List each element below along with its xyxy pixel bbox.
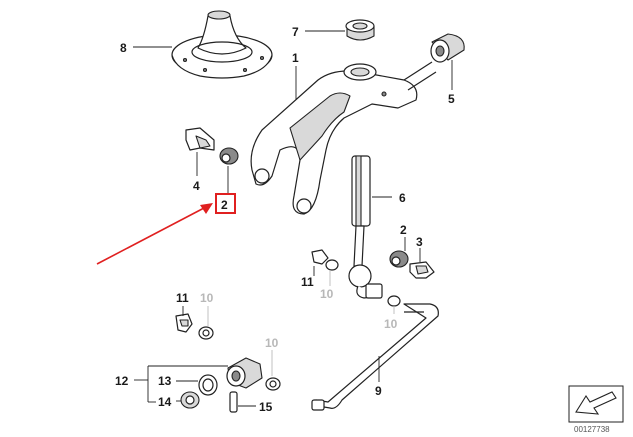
bushing: [430, 33, 465, 63]
callout-1: 1: [292, 51, 299, 65]
pin-sleeve: [180, 391, 200, 409]
gear-lever-shaft: [348, 155, 383, 299]
direction-arrow-icon: [568, 385, 624, 423]
highlight-box: [215, 193, 236, 214]
washer-top: [198, 326, 214, 340]
callout-3: 3: [416, 235, 423, 249]
callout-10-top: 10: [200, 291, 214, 305]
red-pointer-arrow: [96, 203, 213, 265]
ball-socket-right: [389, 250, 409, 268]
bearing-ring: [345, 19, 375, 41]
callout-11-right: 11: [301, 275, 314, 289]
callout-5: 5: [448, 92, 455, 106]
selector-rod: [311, 295, 439, 411]
callout-4: 4: [193, 179, 200, 193]
retaining-clip-right: [409, 261, 435, 279]
callout-10-mid: 10: [320, 287, 334, 301]
shift-lever-housing: [250, 61, 437, 215]
dowel-pin: [229, 391, 238, 413]
callout-15: 15: [259, 400, 273, 414]
bearing-bushing: [226, 357, 263, 389]
callout-6: 6: [399, 191, 406, 205]
callout-10-right: 10: [384, 317, 398, 331]
callout-2-top: 2: [221, 198, 228, 212]
retaining-clip-left: [185, 127, 215, 151]
callout-9: 9: [375, 384, 382, 398]
callout-13: 13: [158, 374, 172, 388]
washer-bottom: [265, 377, 281, 391]
clip-lower: [175, 313, 193, 333]
callout-12: 12: [115, 374, 129, 388]
callout-7: 7: [292, 25, 299, 39]
document-number: 00127738: [574, 425, 610, 434]
ball-socket-top: [219, 147, 239, 165]
callout-2-right: 2: [400, 223, 407, 237]
callout-14: 14: [158, 395, 172, 409]
callout-8: 8: [120, 41, 127, 55]
clip-mid: [311, 249, 339, 271]
o-ring: [198, 374, 218, 396]
callout-11-left: 11: [176, 291, 189, 305]
callout-10-low: 10: [265, 336, 279, 350]
gear-lever-boot: [171, 10, 273, 79]
